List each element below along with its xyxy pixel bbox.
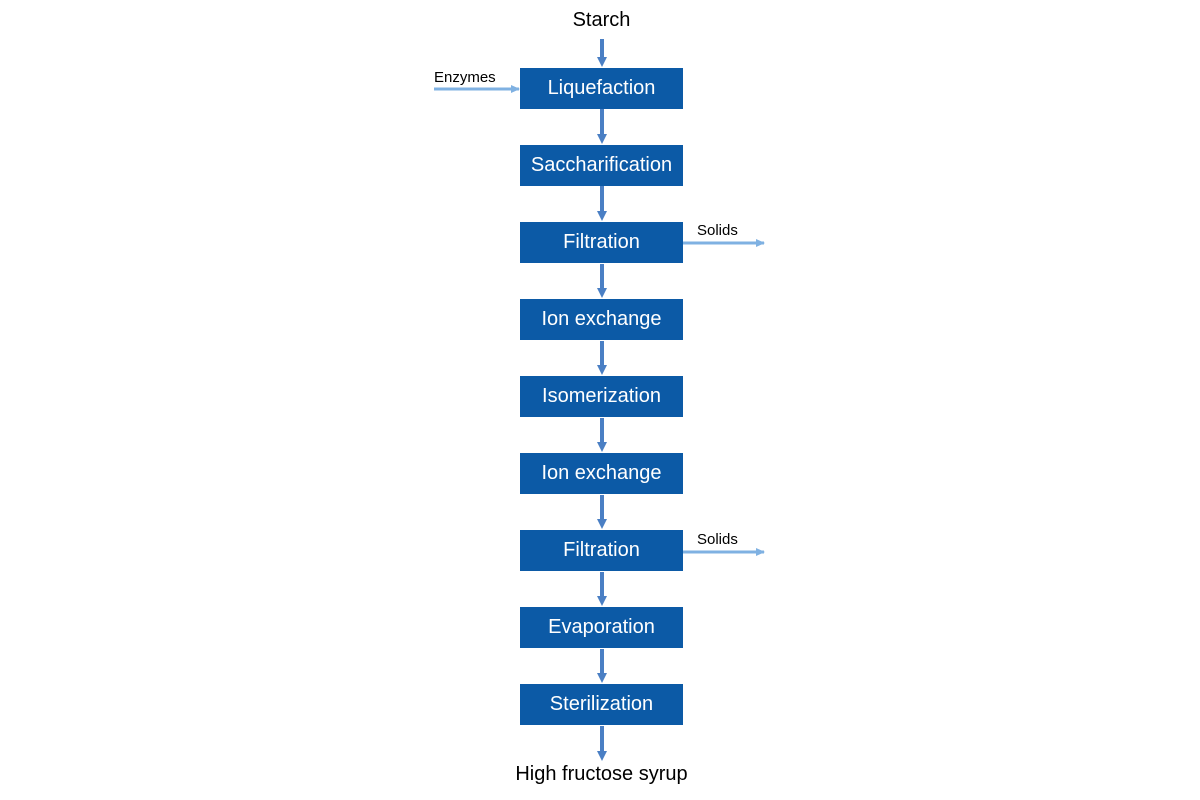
- step-ion-exchange-2: Ion exchange: [520, 453, 683, 494]
- step-saccharification: Saccharification: [520, 145, 683, 186]
- step-ion-exchange-1: Ion exchange: [520, 299, 683, 340]
- step-isomerization: Isomerization: [520, 376, 683, 417]
- solids-label-2: Solids: [697, 531, 738, 548]
- solids-label-1: Solids: [697, 222, 738, 239]
- input-label: Starch: [572, 9, 631, 31]
- step-sterilization: Sterilization: [520, 684, 683, 725]
- step-filtration-1: Filtration: [520, 222, 683, 263]
- output-label: High fructose syrup: [515, 763, 688, 785]
- step-liquefaction: Liquefaction: [520, 68, 683, 109]
- step-filtration-2: Filtration: [520, 530, 683, 571]
- enzymes-label: Enzymes: [434, 69, 496, 86]
- step-evaporation: Evaporation: [520, 607, 683, 648]
